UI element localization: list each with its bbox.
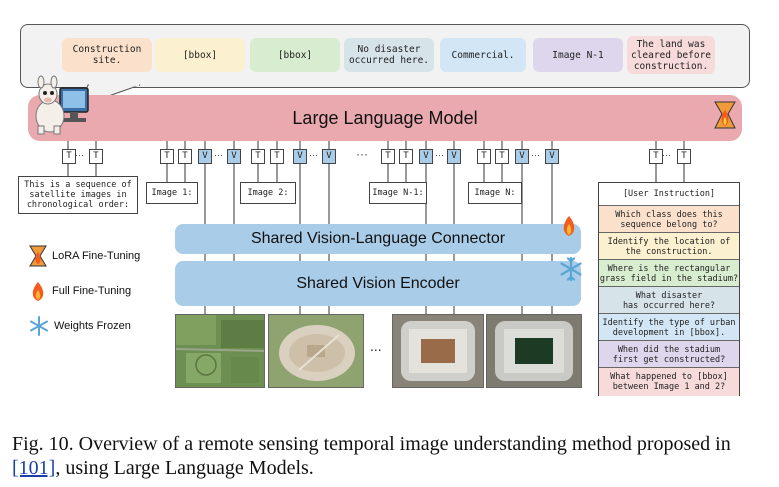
token-ellipsis: ··· [214, 150, 223, 160]
satellite-image-1 [175, 314, 265, 388]
instruction-text: Which class does this sequence belong to… [615, 209, 723, 230]
instruction-header-text: [User Instruction] [622, 189, 716, 199]
token-ellipsis: ··· [662, 150, 671, 160]
image-label-text: Image N: [474, 188, 516, 198]
sequence-prompt-box: This is a sequence of satellite images i… [18, 176, 138, 214]
llm-block: Large Language Model [28, 95, 742, 141]
instruction-item: What happened to [bbox] between Image 1 … [599, 367, 739, 396]
output-text: Image N-1 [552, 49, 604, 61]
output-land-cleared: The land was cleared before construction… [627, 36, 715, 74]
instruction-text: When did the stadium first get construct… [612, 344, 726, 365]
output-construction: Construction site. [62, 38, 152, 72]
token-ellipsis: ··· [435, 150, 444, 160]
satellite-image-n [486, 314, 582, 388]
snowflake-icon [30, 316, 48, 336]
satellite-image-2 [268, 314, 364, 388]
image-label-n: Image N: [468, 182, 522, 204]
instruction-text: What happened to [bbox] between Image 1 … [610, 372, 728, 392]
figure-caption: Fig. 10. Overview of a remote sensing te… [12, 432, 772, 480]
image-label-text: Image 2: [247, 188, 289, 198]
fire-icon [563, 216, 575, 236]
instruction-item: What disaster has occurred here? [599, 286, 739, 314]
llm-label: Large Language Model [292, 107, 478, 128]
image-label-text: Image 1: [151, 188, 193, 198]
fire-icon [32, 282, 44, 301]
encoder-label: Shared Vision Encoder [296, 274, 460, 292]
output-text: [bbox] [277, 49, 313, 61]
legend-label: Weights Frozen [54, 320, 131, 332]
token-ellipsis: ··· [75, 150, 84, 160]
text-token: T [495, 149, 509, 164]
instruction-text: What disaster has occurred here? [622, 290, 716, 311]
image-label-text: Image N-1: [372, 188, 424, 198]
output-commercial: Commercial. [440, 38, 526, 72]
image-label-1: Image 1: [146, 182, 198, 204]
snowflake-icon [560, 256, 582, 282]
instruction-item: When did the stadium first get construct… [599, 340, 739, 368]
output-image-n-1: Image N-1 [533, 38, 623, 72]
output-text: Commercial. [451, 49, 515, 61]
instruction-text: Identify the location of the constructio… [607, 236, 731, 257]
legend-lora: LoRA Fine-Tuning [28, 244, 140, 268]
image-gap-ellipsis: ... [370, 338, 382, 354]
image-label-n-1: Image N-1: [369, 182, 427, 204]
instruction-item: Where is the rectangular grass field in … [599, 259, 739, 287]
output-no-disaster: No disaster occurred here. [344, 38, 434, 72]
citation-link[interactable]: [101] [12, 457, 56, 479]
output-text: [bbox] [182, 49, 218, 61]
legend-full: Full Fine-Tuning [28, 280, 131, 302]
lora-icon [29, 245, 47, 267]
llama-mascot-icon [35, 75, 89, 135]
instruction-item: Which class does this sequence belong to… [599, 205, 739, 233]
text-token: T [160, 149, 174, 164]
text-token: T [251, 149, 265, 164]
text-token: T [62, 149, 76, 164]
lora-icon [714, 101, 736, 129]
caption-suffix: , using Large Language Models. [55, 457, 314, 479]
sequence-prompt-text: This is a sequence of satellite images i… [24, 180, 132, 210]
token-ellipsis: ··· [356, 147, 368, 161]
output-bbox-1: [bbox] [155, 38, 245, 72]
instruction-text: Where is the rectangular grass field in … [599, 263, 739, 284]
vision-language-connector: Shared Vision-Language Connector [175, 224, 581, 254]
connection-lines [67, 141, 685, 314]
vision-encoder: Shared Vision Encoder [175, 261, 581, 306]
token-ellipsis: ··· [531, 150, 540, 160]
satellite-image-n-1 [392, 314, 484, 388]
image-gap-text: ... [370, 338, 382, 354]
caption-prefix: Fig. 10. Overview of a remote sensing te… [12, 433, 731, 455]
token-ellipsis: ··· [309, 150, 318, 160]
instruction-item: Identify the type of urban development i… [599, 313, 739, 341]
text-token: T [270, 149, 284, 164]
connector-label: Shared Vision-Language Connector [250, 230, 506, 247]
output-bbox-2: [bbox] [250, 38, 340, 72]
output-text: Construction site. [72, 44, 142, 66]
output-text: No disaster occurred here. [348, 44, 430, 66]
image-label-2: Image 2: [240, 182, 296, 204]
instruction-item: Identify the location of the constructio… [599, 232, 739, 260]
user-instruction-panel: [User Instruction] Which class does this… [598, 182, 740, 396]
legend-label: LoRA Fine-Tuning [52, 250, 141, 262]
instruction-text: Identify the type of urban development i… [602, 317, 736, 338]
output-text: The land was cleared before construction… [630, 38, 712, 72]
legend-label: Full Fine-Tuning [52, 285, 132, 297]
text-token: T [381, 149, 395, 164]
legend-frozen: Weights Frozen [28, 315, 131, 337]
instruction-header: [User Instruction] [599, 183, 739, 205]
